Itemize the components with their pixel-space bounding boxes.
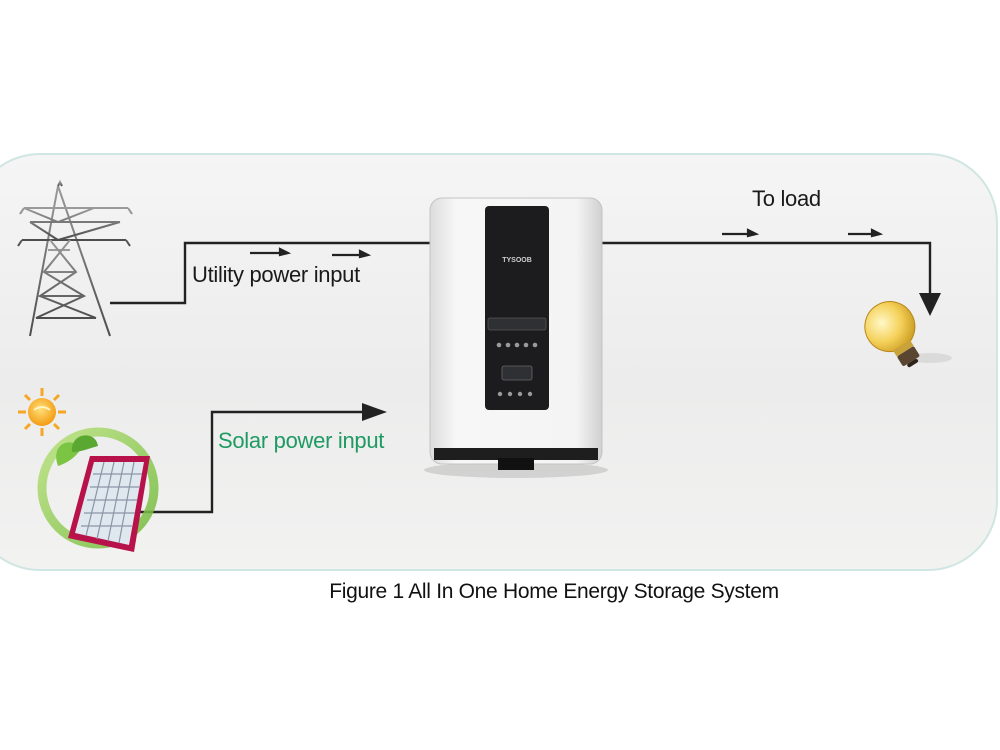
utility-flow-line <box>110 241 430 305</box>
load-flow-line <box>600 241 932 300</box>
load-flow-arrow <box>722 228 884 238</box>
solar-arrowhead <box>362 403 387 421</box>
sun-icon <box>18 388 66 436</box>
load-arrowhead <box>919 293 941 316</box>
figure-caption: Figure 1 All In One Home Energy Storage … <box>329 580 779 603</box>
solar-power-input-label: Solar power input <box>218 428 385 453</box>
inverter-brand: TYSOOB <box>502 257 532 264</box>
transmission-tower-icon <box>17 179 133 337</box>
utility-flow-arrow <box>250 247 372 259</box>
light-bulb-icon <box>864 301 952 368</box>
inverter-icon: TYSOOB <box>424 197 608 478</box>
solar-flow-line <box>138 410 370 514</box>
utility-power-input-label: Utility power input <box>192 262 360 287</box>
to-load-label: To load <box>752 186 821 211</box>
solar-panel-icon <box>37 427 159 552</box>
